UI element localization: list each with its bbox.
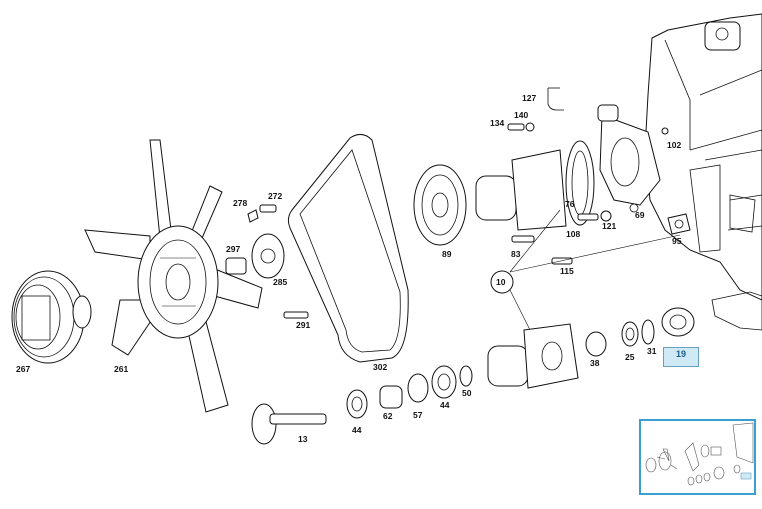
water-pump-lower [487,307,695,389]
small-parts-left [225,204,309,319]
callout-140: 140 [514,110,528,120]
callout-83: 83 [511,249,521,259]
callout-278: 278 [233,198,247,208]
callout-25: 25 [625,352,635,362]
bolts-mid [511,210,691,265]
callout-44a: 44 [352,425,362,435]
callout-89: 89 [442,249,452,259]
callout-134: 134 [490,118,504,128]
callout-44b: 44 [440,400,450,410]
callout-38: 38 [590,358,600,368]
callout-261: 261 [114,364,128,374]
overview-thumbnail[interactable] [639,419,756,495]
group-leader-lines [490,209,681,331]
callout-115: 115 [560,266,574,276]
engine-block [644,13,762,331]
callout-10: 10 [496,277,506,287]
callout-76: 76 [565,199,575,209]
callout-62: 62 [383,411,393,421]
callout-13: 13 [298,434,308,444]
callout-285: 285 [273,277,287,287]
callout-labels: 267 261 278 272 297 285 291 302 89 83 12… [16,93,682,444]
fan-clutch-267 [11,270,92,364]
highlighted-part-label[interactable]: 19 [675,349,686,359]
callout-95: 95 [672,236,682,246]
callout-31: 31 [647,346,657,356]
callout-102: 102 [667,140,681,150]
callout-267: 267 [16,364,30,374]
callout-291: 291 [296,320,310,330]
fan-261 [84,139,263,413]
shaft-and-bearings [251,365,473,445]
drive-belt-302 [287,134,409,363]
callout-272: 272 [268,191,282,201]
callout-302: 302 [373,362,387,372]
callout-297: 297 [226,244,240,254]
callout-127: 127 [522,93,536,103]
water-pump-upper [413,140,595,246]
pump-housing-69 [597,104,661,213]
callout-50: 50 [462,388,472,398]
callout-108: 108 [566,229,580,239]
callout-57: 57 [413,410,423,420]
highlighted-part-box[interactable] [663,347,699,367]
callout-69: 69 [635,210,645,220]
thumbnail-diagram [645,422,754,486]
callout-121: 121 [602,221,616,231]
coolant-pipe-127 [507,87,669,135]
